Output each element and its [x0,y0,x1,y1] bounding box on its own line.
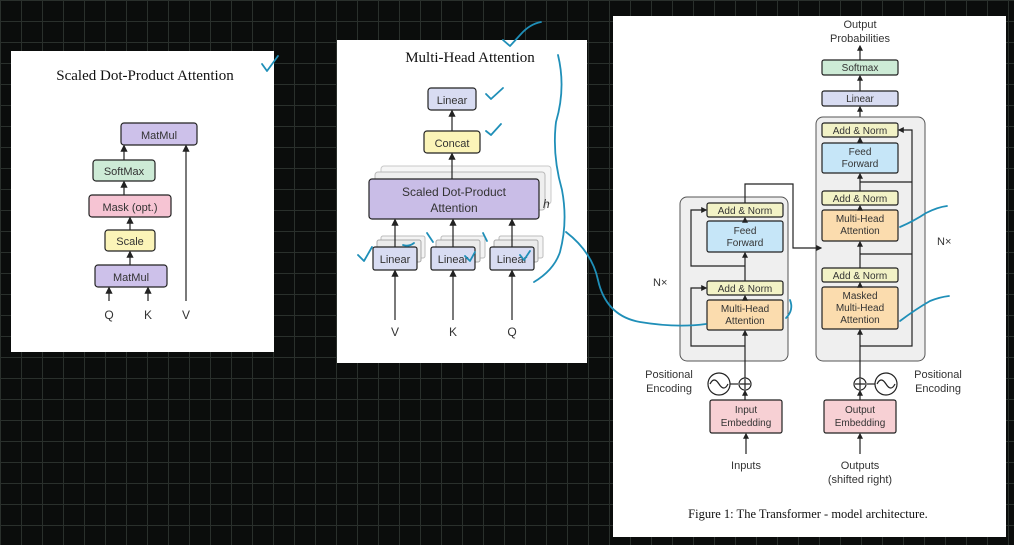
decoder-arrows [857,127,913,378]
dec-addnorm-low-label: Add & Norm [833,271,887,282]
transformer-architecture-panel: Output Probabilities Softmax Linear Add … [613,16,1006,537]
sdpa-matmul-top-label: MatMul [141,130,177,142]
mha-input-v: V [391,325,399,339]
output-embedding-label-1: Output [845,405,875,416]
enc-ff-label-2: Forward [727,238,764,249]
mha-sdpa-label-2: Attention [430,201,477,215]
sdpa-matmul-bottom-box [94,264,168,288]
tf-linear-label: Linear [846,94,874,105]
dec-masked-label-3: Attention [840,315,879,326]
transformer-diagram: Output Probabilities Softmax Linear Add … [645,19,962,521]
enc-pos-add-plus-icon [740,379,750,389]
dec-ff-label-1: Feed [849,147,872,158]
dec-nx-label: N× [937,236,951,248]
sdpa-scale-label: Scale [116,236,144,248]
sdpa-input-v: V [182,308,190,322]
output-probabilities-label-1: Output [843,19,876,31]
dec-sine-wave-icon [876,379,896,389]
mha-linear-1-label: Linear [380,254,411,266]
mha-linear-2-label: Linear [438,254,469,266]
enc-nx-label: N× [653,277,667,289]
enc-addnorm-low-label: Add & Norm [718,284,772,295]
mha-diagram: Multi-Head Attention Linear Concat Scale… [368,50,552,339]
inputs-label: Inputs [731,460,761,472]
sdpa-matmul-top-box [120,122,198,146]
pos-enc-left-label-1: Positional [645,369,693,381]
pos-enc-left-label-2: Encoding [646,383,692,395]
dec-ff-label-2: Forward [842,159,879,170]
output-embedding-label-2: Embedding [835,418,886,429]
sdpa-input-q: Q [104,308,113,322]
sdpa-input-k: K [144,308,152,322]
mha-input-k: K [449,325,457,339]
enc-addnorm-top-label: Add & Norm [718,206,772,217]
mha-concat-label: Concat [435,138,470,150]
dec-addnorm-mid-label: Add & Norm [833,194,887,205]
enc-mha-label-2: Attention [725,316,764,327]
dec-masked-label-1: Masked [842,291,877,302]
mha-title: Multi-Head Attention [405,50,535,66]
pos-enc-right-label-2: Encoding [915,383,961,395]
sdpa-diagram: Scaled Dot-Product Attention MatMul Soft… [56,68,234,322]
mha-linear-top-label: Linear [437,95,468,107]
sdpa-mask-label: Mask (opt.) [102,202,157,214]
multi-head-attention-panel: Multi-Head Attention Linear Concat Scale… [337,40,587,363]
enc-mha-label-1: Multi-Head [721,304,769,315]
scaled-dot-product-attention-panel: Scaled Dot-Product Attention MatMul Soft… [11,51,274,352]
mha-sdpa-label-1: Scaled Dot-Product [402,185,507,199]
figure-caption: Figure 1: The Transformer - model archit… [688,507,928,521]
dec-addnorm-top-label: Add & Norm [833,126,887,137]
tf-softmax-label: Softmax [842,63,879,74]
pos-enc-right-label-1: Positional [914,369,962,381]
enc-ff-label-1: Feed [734,226,757,237]
dec-pos-add-plus-icon [855,379,865,389]
sdpa-softmax-label: SoftMax [104,166,145,178]
input-embedding-label-2: Embedding [721,418,772,429]
sdpa-matmul-bottom-label: MatMul [113,272,149,284]
output-probabilities-label-2: Probabilities [830,33,890,45]
input-embedding-label-1: Input [735,405,757,416]
mha-input-q: Q [507,325,516,339]
dec-mha-label-1: Multi-Head [836,214,884,225]
sdpa-title: Scaled Dot-Product Attention [56,68,234,84]
mha-linear-3-label: Linear [497,254,528,266]
dec-mha-label-2: Attention [840,226,879,237]
outputs-label-2: (shifted right) [828,474,892,486]
outputs-label-1: Outputs [841,460,880,472]
mha-h-label: h [543,197,550,211]
dec-masked-label-2: Multi-Head [836,303,884,314]
enc-sine-wave-icon [709,379,729,389]
